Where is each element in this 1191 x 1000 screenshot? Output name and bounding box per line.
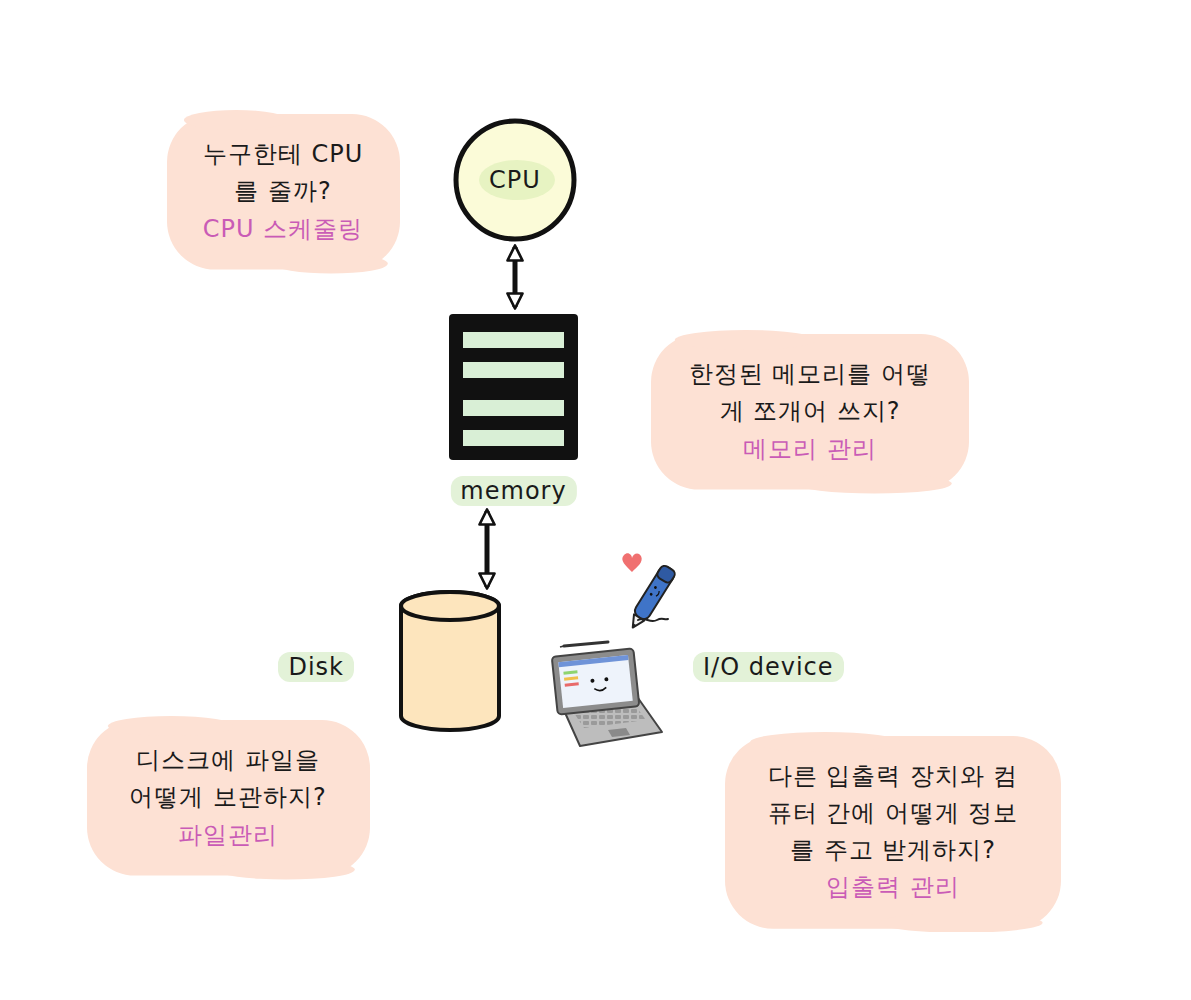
cloud-node: 한정된 메모리를 어떻게 쪼개어 쓰지?메모리 관리 — [649, 330, 971, 494]
memory-node: memory — [447, 312, 580, 462]
topic-title: 파일관리 — [121, 817, 336, 854]
circle-node: CPU — [453, 118, 577, 242]
question-text: 누구한테 CPU를 줄까? — [201, 136, 366, 210]
disk-cylinder — [398, 592, 502, 730]
memory-block — [447, 312, 580, 462]
label-holder: I/O device — [693, 652, 844, 682]
pen-squiggle — [638, 619, 668, 622]
heart-icon — [622, 553, 641, 572]
disk-node: Disk — [398, 592, 502, 730]
double-arrow — [513, 247, 518, 307]
cloud-node: 다른 입출력 장치와 컴퓨터 간에 어떻게 정보를 주고 받게하지?입출력 관리 — [723, 732, 1063, 933]
double-arrow — [485, 511, 490, 587]
part-name: I/O device — [693, 652, 844, 682]
topic-title: CPU 스케줄링 — [201, 211, 366, 248]
part-name: Disk — [278, 652, 354, 682]
topic-title: 메모리 관리 — [685, 431, 935, 468]
cloud-node: 디스크에 파일을 어떻게 보관하지?파일관리 — [85, 716, 372, 880]
cpu-label: CPU — [489, 166, 541, 194]
label-holder: Disk — [278, 652, 354, 682]
question-text: 디스크에 파일을 어떻게 보관하지? — [121, 742, 336, 816]
question-text: 한정된 메모리를 어떻게 쪼개어 쓰지? — [685, 356, 935, 430]
part-name: memory — [450, 476, 576, 506]
topic-title: 입출력 관리 — [759, 869, 1027, 906]
laptop-node: I/O device — [550, 636, 662, 750]
cloud-node: 누구한테 CPU를 줄까?CPU 스케줄링 — [165, 110, 402, 274]
label-holder: memory — [450, 476, 576, 506]
laptop-icon — [550, 636, 662, 750]
pen-icon — [626, 564, 677, 632]
question-text: 다른 입출력 장치와 컴퓨터 간에 어떻게 정보를 주고 받게하지? — [759, 758, 1027, 870]
